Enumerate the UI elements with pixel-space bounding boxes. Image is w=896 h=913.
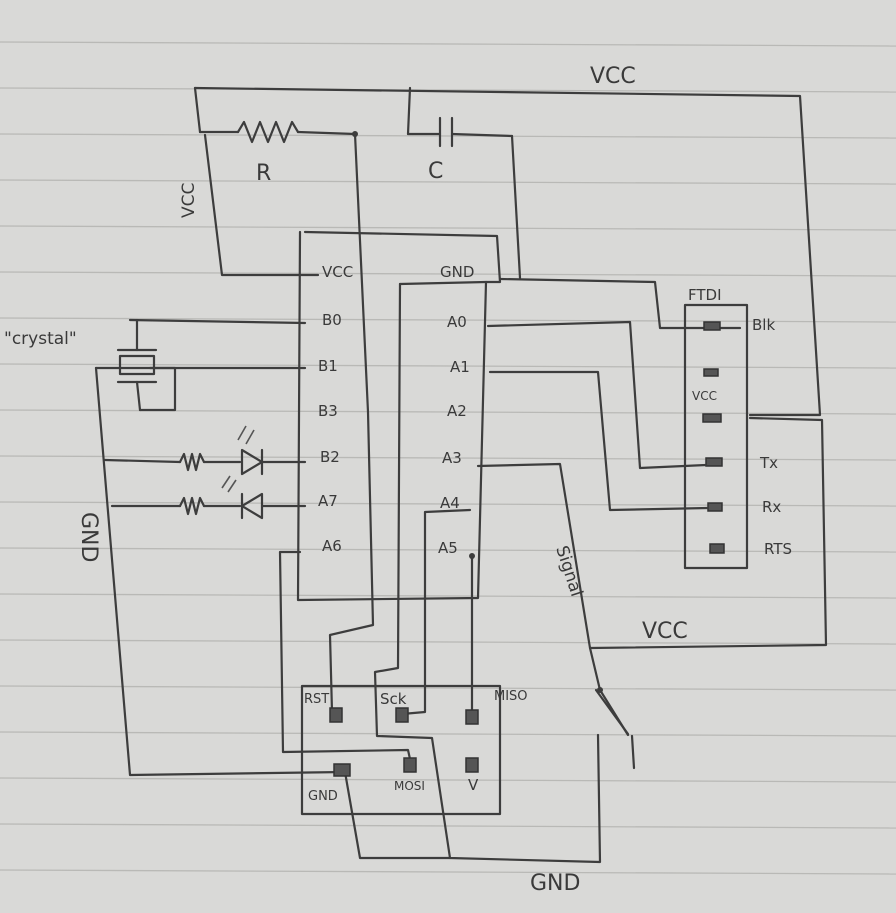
vcc-right-rail: [588, 416, 828, 650]
resistor-label: R: [256, 161, 271, 186]
isp-pin-miso: MISO: [494, 689, 528, 704]
ftdi-pin-vcc: VCC: [692, 389, 717, 403]
isp-pin-gnd: GND: [308, 789, 338, 804]
switch: [594, 687, 636, 770]
signal-label: Signal: [551, 543, 586, 599]
chip-left-pin-6: A6: [322, 537, 342, 555]
isp-pads: [329, 707, 479, 777]
chip-left-pin-2: B1: [318, 357, 338, 375]
cap-top-drop: [406, 86, 412, 136]
vcc-left-branch: [203, 133, 320, 277]
gnd-bottom-label: GND: [530, 871, 580, 896]
chip-right-pin-3: A2: [447, 402, 467, 420]
chip-left-pin-5: A7: [318, 492, 338, 510]
crystal: [94, 318, 307, 412]
ftdi-pads: [702, 321, 725, 554]
chip-right-pin-5: A4: [440, 494, 460, 512]
resistor: [198, 120, 358, 144]
gnd-bottom-link: [343, 770, 452, 860]
led-2: [110, 475, 307, 520]
ftdi-title: FTDI: [688, 286, 722, 304]
chip-left-pin-3: B3: [318, 402, 338, 420]
chip-left-pin-4: B2: [320, 448, 340, 466]
a0-tx-line: [486, 320, 708, 470]
gnd-left-label: GND: [76, 512, 101, 562]
ftdi-pin-tx: Tx: [759, 454, 778, 472]
capacitor: [406, 116, 522, 280]
gnd-chip-link: [498, 277, 742, 330]
ftdi-pin-rx: Rx: [762, 498, 781, 516]
chip-right-pin-4: A3: [442, 449, 462, 467]
a6-line: [278, 550, 414, 770]
ftdi-pin-blk: Blk: [752, 316, 775, 334]
a1-rx-line: [488, 370, 710, 512]
chip-left-pin-1: B0: [322, 311, 342, 329]
isp-pin-v: V: [468, 776, 479, 794]
isp-header: [300, 684, 502, 816]
isp-pin-rst: RST: [304, 692, 329, 707]
chip-right-pins: GND A0 A1 A2 A3 A4 A5: [438, 263, 474, 557]
reset-line: [328, 132, 375, 714]
capacitor-label: C: [428, 159, 443, 184]
chip-right-pin-0: GND: [440, 263, 474, 281]
vcc-left-drop: [193, 86, 202, 134]
vcc-left-label: VCC: [179, 183, 199, 218]
chip-left-pin-0: VCC: [322, 263, 353, 281]
chip-inner-right: [398, 280, 488, 286]
chip-right-pin-2: A1: [450, 358, 470, 376]
isp-pin-mosi: MOSI: [394, 779, 425, 793]
vcc-top-rail: [193, 86, 822, 417]
a4-line: [400, 508, 472, 716]
vcc-right-label: VCC: [642, 619, 688, 644]
sck-line: [373, 282, 602, 864]
gnd-left-rail: [94, 366, 347, 777]
ftdi-pin-rts: RTS: [764, 540, 792, 558]
crystal-label: "crystal": [4, 329, 77, 349]
chip-left-pins: VCC B0 B1 B3 B2 A7 A6: [318, 263, 353, 555]
led-1: [103, 425, 307, 476]
vcc-top-label: VCC: [590, 64, 636, 89]
chip-right-pin-6: A5: [438, 539, 458, 557]
chip-right-pin-1: A0: [447, 313, 467, 331]
isp-pin-sck: Sck: [380, 690, 407, 708]
paper-rules: [0, 41, 896, 875]
ftdi-header: [683, 303, 749, 570]
